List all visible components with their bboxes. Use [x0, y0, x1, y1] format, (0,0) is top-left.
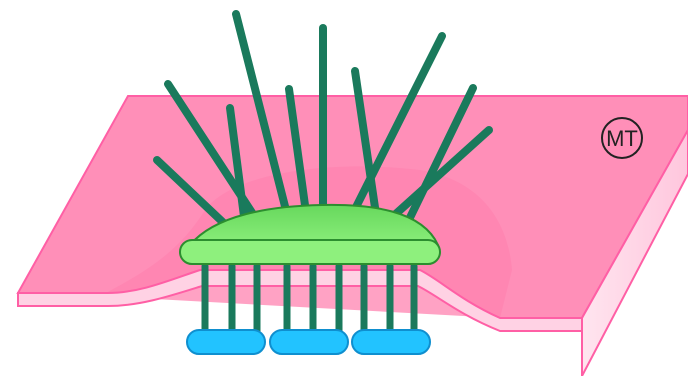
pad-left: [187, 330, 265, 354]
mt-label: MT: [606, 126, 638, 151]
pad-group: [187, 330, 430, 354]
mt-badge: MT: [602, 118, 642, 158]
pad-right: [352, 330, 430, 354]
cap-base: [180, 240, 440, 264]
pad-center: [270, 330, 348, 354]
